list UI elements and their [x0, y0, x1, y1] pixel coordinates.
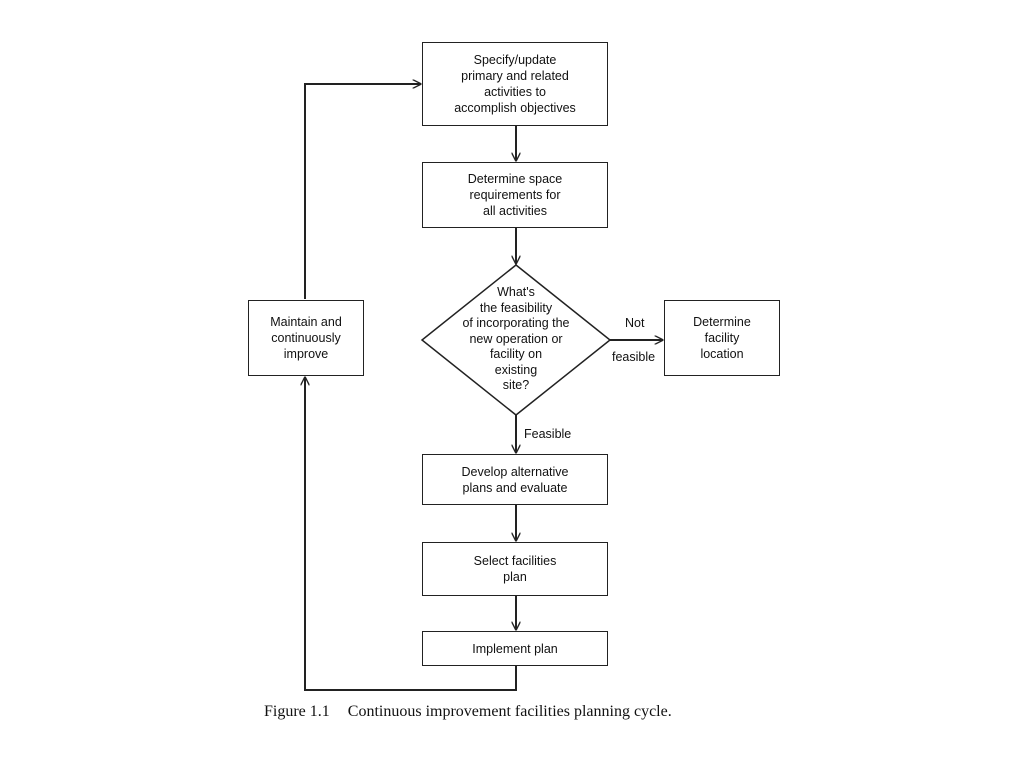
node-text-line: improve [283, 347, 329, 361]
arrow-implement-to-maintain [305, 377, 517, 691]
decision-text: What's the feasibility of incorporating … [436, 285, 596, 394]
edge-label-not: Not [625, 316, 645, 330]
node-select: Select facilities plan [422, 542, 608, 596]
node-text-line: facility [704, 331, 740, 345]
node-text-line: Select facilities [473, 554, 557, 568]
decision-text-line: site? [502, 378, 530, 392]
node-text-line: Implement plan [472, 641, 558, 656]
decision-text-line: of incorporating the [462, 316, 570, 330]
node-text-line: Determine space [467, 172, 563, 186]
node-specify: Specify/update primary and related activ… [422, 42, 608, 126]
arrow-maintain-to-specify [304, 84, 421, 299]
node-text-line: location [700, 347, 744, 361]
decision-text-line: What's [497, 285, 535, 299]
node-text-line: plan [503, 570, 527, 584]
node-text-line: Specify/update [473, 53, 557, 67]
node-text-line: Maintain and [270, 315, 342, 329]
node-text-line: Develop alternative [461, 464, 569, 479]
node-text-line: all activities [483, 204, 547, 218]
node-develop: Develop alternative plans and evaluate [422, 454, 608, 505]
decision-text-line: facility on [489, 347, 543, 361]
figure-number: Figure 1.1 [264, 703, 330, 720]
node-location: Determine facility location [664, 300, 780, 376]
node-text-line: Determine [693, 315, 751, 329]
node-text-line: primary and related [461, 69, 569, 83]
node-space: Determine space requirements for all act… [422, 162, 608, 228]
node-text-line: requirements for [469, 188, 561, 202]
figure-caption: Figure 1.1 Continuous improvement facili… [264, 703, 672, 721]
edge-label-feasible: Feasible [524, 427, 572, 441]
decision-text-line: new operation or [469, 331, 563, 346]
node-text-line: continuously [271, 331, 341, 345]
node-text-line: activities to [484, 85, 546, 99]
node-text-line: accomplish objectives [454, 101, 576, 115]
figure-caption-text: Continuous improvement facilities planni… [347, 703, 672, 720]
edge-label-feasible-lower: feasible [612, 350, 656, 364]
decision-text-line: existing [494, 362, 538, 377]
node-implement: Implement plan [422, 631, 608, 666]
node-maintain: Maintain and continuously improve [248, 300, 364, 376]
decision-text-line: the feasibility [479, 300, 553, 315]
node-text-line: plans and evaluate [462, 480, 568, 495]
